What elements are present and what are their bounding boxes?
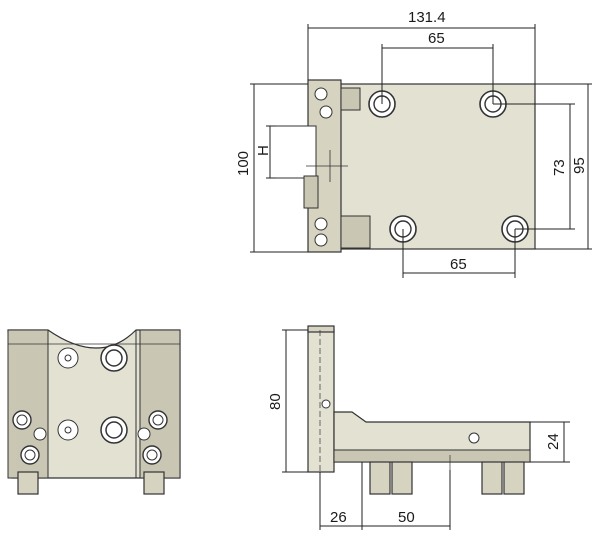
dim-73: 73 (551, 159, 568, 176)
dim-24: 24 (545, 433, 562, 450)
side-view-arm-shade (333, 449, 531, 463)
top-view-shade-lower (340, 215, 371, 249)
side-view-dims (282, 329, 570, 530)
dim-26: 26 (330, 509, 347, 526)
side-view-foot-3 (481, 461, 503, 495)
side-view: 80 24 26 50 (267, 325, 570, 530)
side-view-screw-icon-2 (468, 432, 480, 444)
side-view-upright (307, 329, 335, 473)
front-view (7, 329, 181, 495)
top-view-dims (250, 24, 592, 278)
side-view-foot-4 (503, 461, 525, 495)
top-view-slot (269, 125, 317, 179)
dim-65-upper: 65 (428, 30, 445, 47)
dim-131-4: 131.4 (408, 9, 446, 26)
dim-slot-h: H (255, 145, 272, 156)
front-view-foot-right (143, 471, 165, 495)
dim-95: 95 (571, 157, 588, 174)
top-view-shade-upper (340, 87, 361, 111)
side-view-foot-2 (391, 461, 413, 495)
top-view: 131.4 65 65 100 H 73 95 (235, 9, 592, 278)
front-view-foot-left (17, 471, 39, 495)
dim-100: 100 (235, 151, 252, 176)
clamp-screw-icon (314, 87, 333, 247)
front-bolt-icon (12, 344, 168, 465)
side-view-screw-icon (321, 399, 331, 409)
side-view-cap (307, 325, 335, 333)
dim-65-lower: 65 (450, 256, 467, 273)
top-view-slot-insert (303, 175, 319, 209)
dim-80: 80 (267, 393, 284, 410)
dim-50: 50 (398, 509, 415, 526)
side-view-foot-1 (369, 461, 391, 495)
